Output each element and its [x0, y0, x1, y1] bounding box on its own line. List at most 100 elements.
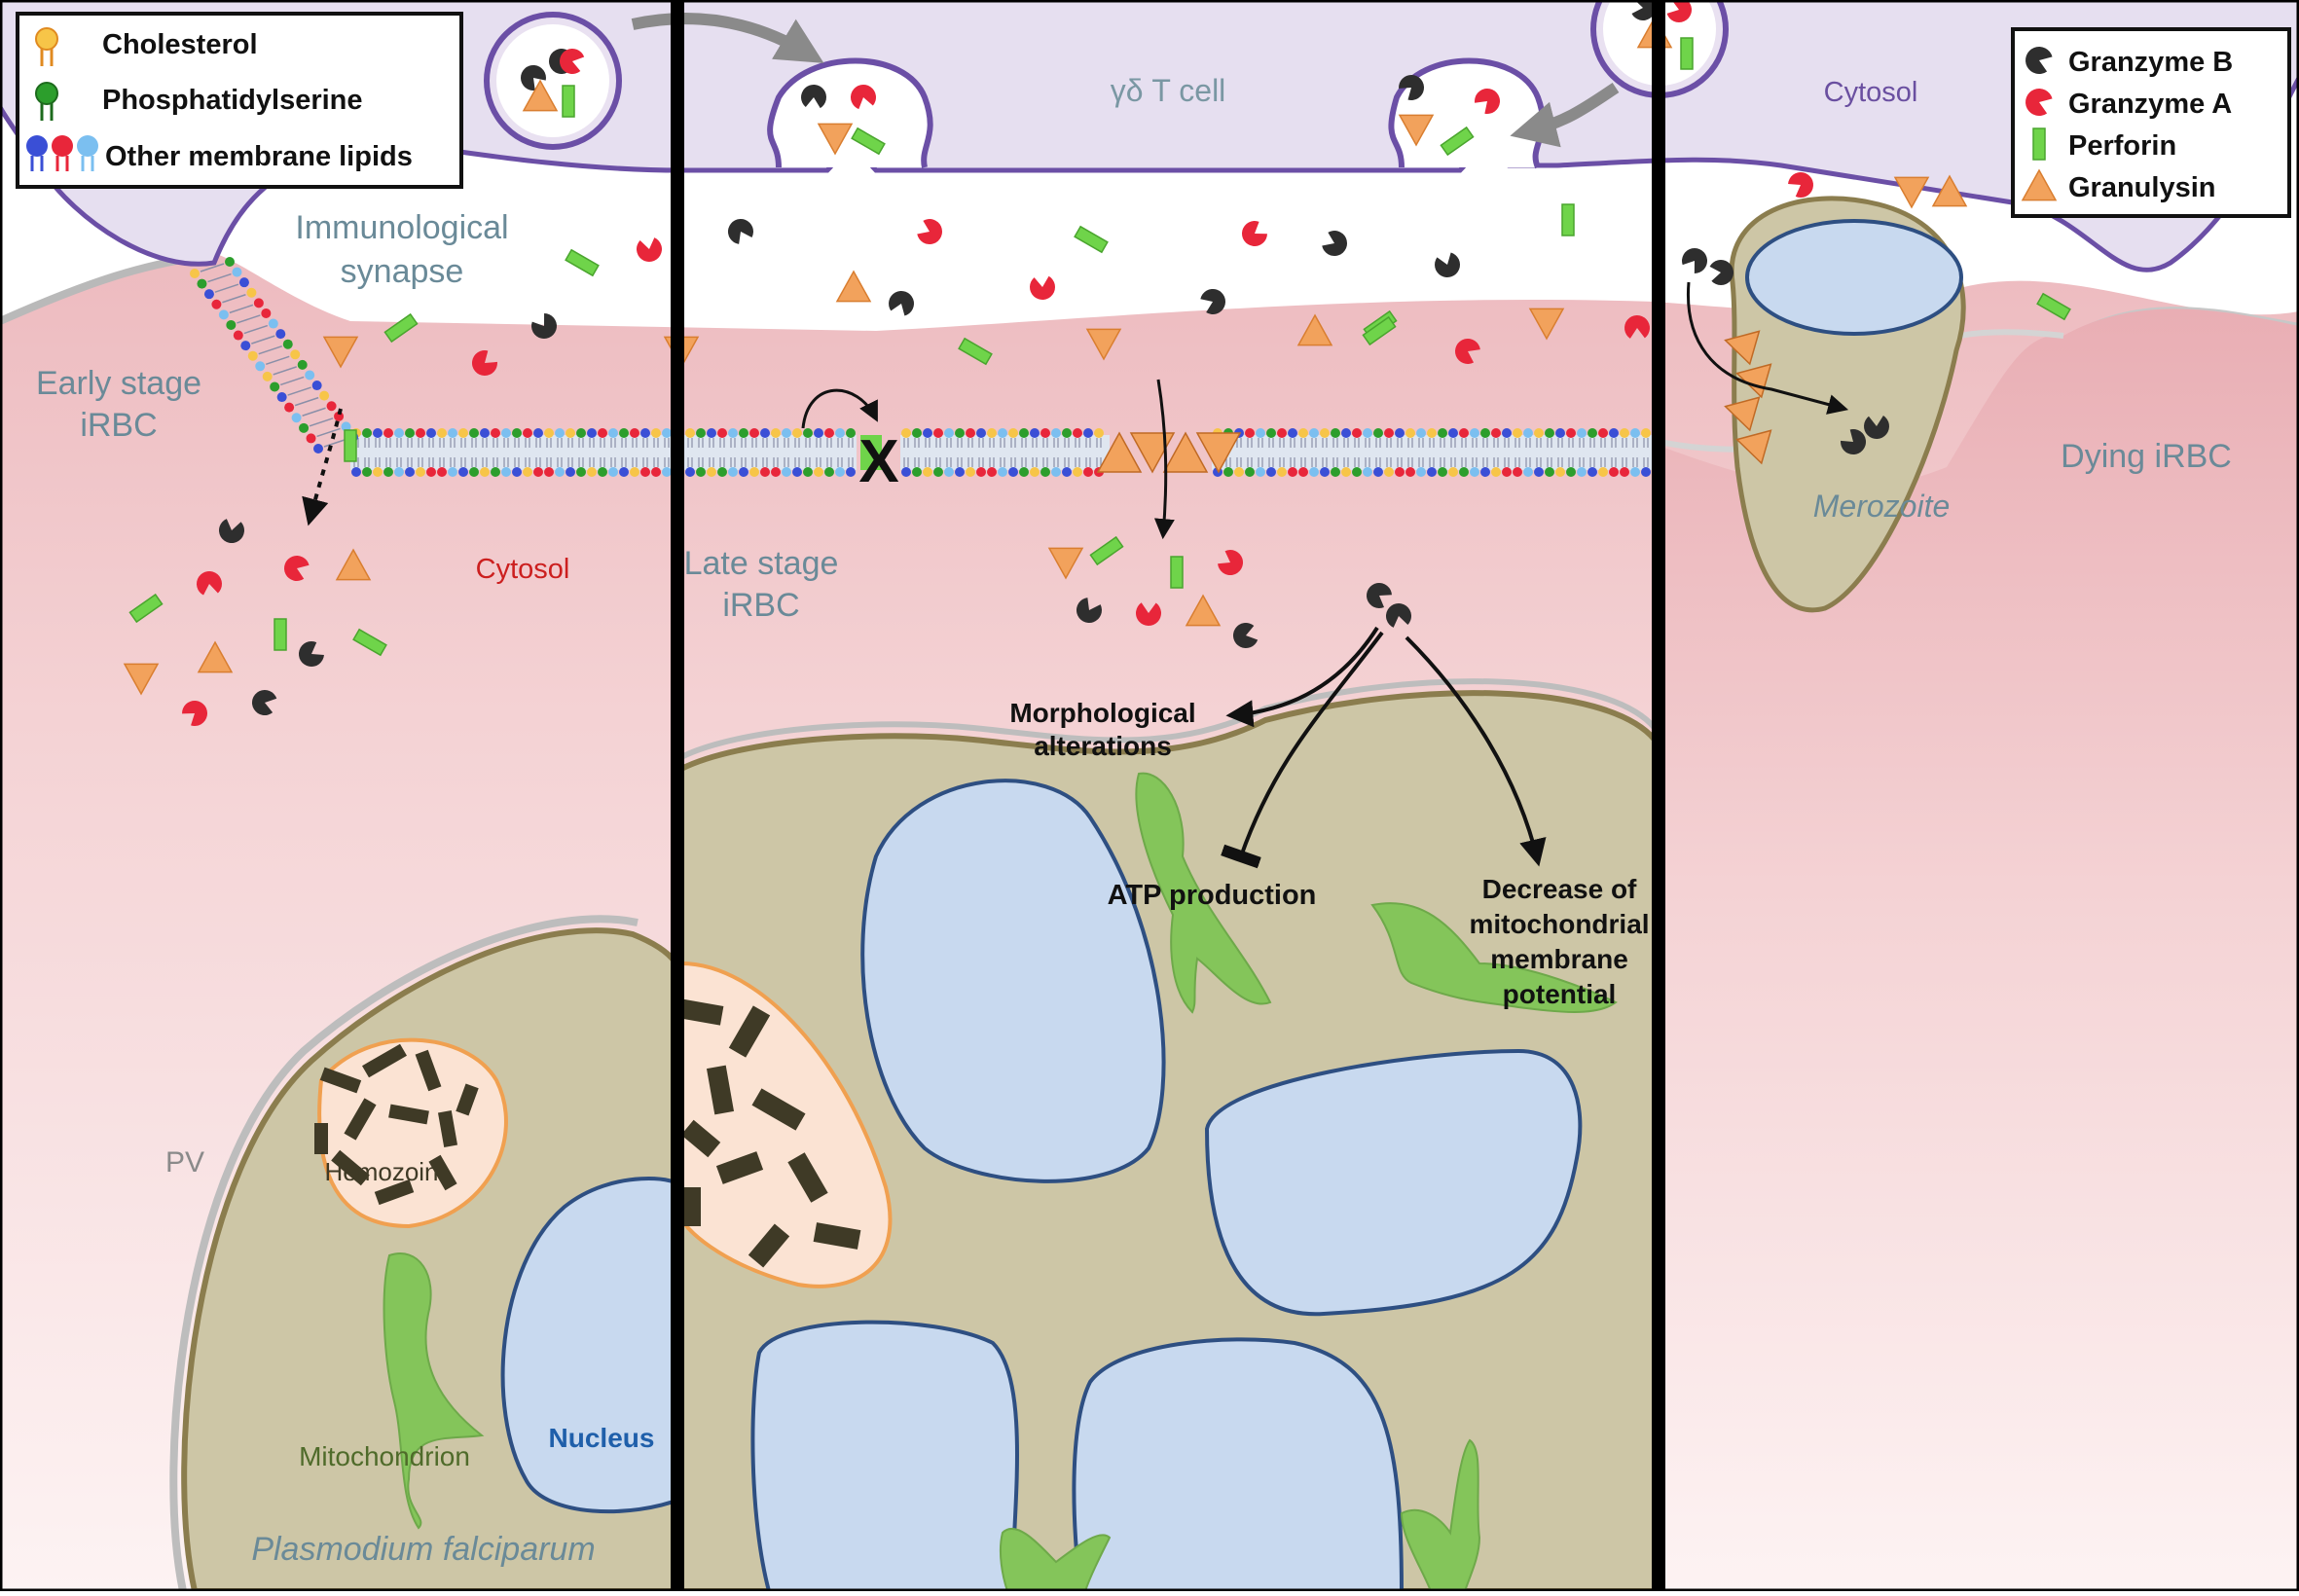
hemozoin-crystal: [706, 1065, 735, 1115]
granulysin-icon: [817, 123, 854, 156]
mitochondrion-shape: [1135, 772, 1272, 1014]
hemozoin-crystal: [728, 1005, 771, 1058]
hemozoin-crystal: [437, 1110, 458, 1147]
hemozoin-crystal: [813, 1222, 861, 1250]
cholesterol-icon: [35, 27, 58, 66]
panel-divider-left: [671, 0, 684, 1591]
vesicle-fusing-1: [767, 57, 933, 168]
granulysin-icon: [322, 336, 359, 369]
hemozoin-crystal: [362, 1043, 407, 1078]
hemozoin-crystal: [748, 1223, 790, 1268]
label-nucleus: Nucleus: [549, 1423, 655, 1453]
granzyme-a-icon: [1624, 314, 1650, 339]
merozoite-pore-triangle: [1724, 396, 1761, 432]
granzyme-b-icon: [251, 690, 277, 715]
granzyme-b-icon: [1232, 623, 1259, 648]
panel-divider-right: [1652, 0, 1665, 1591]
mitochondrion-shape: [1370, 902, 1618, 1013]
granzyme-b-icon: [1322, 231, 1348, 257]
granzyme-a-icon: [1666, 0, 1692, 22]
granzyme-a-icon: [1136, 602, 1161, 627]
granzyme-b-icon: [1841, 429, 1867, 454]
label-late-irbc: iRBC: [722, 587, 799, 624]
granulysin-icon: [1931, 174, 1968, 207]
nucleus-left: [500, 1177, 683, 1514]
perforin-icon: [1362, 315, 1397, 346]
dotted-entry-arrow: [302, 408, 343, 526]
perforin-icon: [344, 429, 357, 462]
granzyme-b-icon: [1077, 598, 1102, 624]
hemozoin-crystal: [314, 1123, 328, 1154]
granzyme-a-icon: [2025, 89, 2053, 116]
granzyme-b-icon: [801, 85, 826, 109]
pore-entry-arrow: [1153, 379, 1175, 540]
granzyme-a-icon: [559, 49, 585, 74]
hemozoin-crystal: [428, 1154, 457, 1191]
label-pv: PV: [165, 1146, 204, 1179]
label-morphological: Morphological: [1009, 698, 1195, 728]
granulysin-icon: [1047, 547, 1084, 580]
hemozoin-crystal: [415, 1049, 442, 1092]
bilayer-late-right: [1212, 428, 1652, 477]
granzyme-b-icon: [299, 641, 324, 667]
block-mark: X: [858, 428, 898, 495]
atp-inhibit-arrow: [1221, 631, 1384, 869]
granzyme-a-icon: [1454, 339, 1480, 364]
parasite-pv-late: [679, 678, 1658, 760]
nucleus-1: [860, 779, 1166, 1183]
hemozoin-crystal: [751, 1088, 806, 1131]
granzyme-a-icon: [197, 571, 222, 596]
granzyme-b-icon: [1682, 248, 1708, 273]
mitochondrion-shape: [383, 1252, 485, 1530]
perforin-icon: [352, 628, 387, 657]
perforin-icon: [383, 312, 419, 344]
perforin-icon: [851, 127, 886, 156]
granzyme-b-icon: [1367, 583, 1392, 608]
granulysin-pore-triangle: [1096, 431, 1143, 473]
legend-effector-icons: [2021, 47, 2058, 201]
label-immunological: Immunological: [295, 209, 508, 246]
granzyme-b-icon: [1435, 252, 1460, 277]
granzyme-a-icon: [851, 84, 876, 110]
granulysin-icon: [197, 640, 234, 673]
hemozoin-crystal: [677, 998, 724, 1026]
legend-other-lipids: Other membrane lipids: [105, 141, 413, 172]
label-late-stage: Late stage: [684, 545, 839, 582]
mitochondrion-shape: [999, 1527, 1112, 1592]
perforin-icon: [1680, 37, 1694, 70]
perforin-icon: [274, 618, 287, 651]
label-t-cell: γδ T cell: [1111, 73, 1226, 108]
hemozoin-crystal: [456, 1083, 479, 1116]
hemozoin-crystal: [388, 1104, 429, 1125]
perforin-icon: [2032, 127, 2046, 161]
mito-potential-arrow: [1405, 635, 1547, 867]
perforin-icon: [958, 337, 993, 366]
label-early-irbc: iRBC: [80, 407, 157, 444]
legend-granzyme-a: Granzyme A: [2068, 89, 2232, 120]
granzyme-b-icon: [531, 313, 557, 339]
granzyme-b-icon: [1864, 416, 1889, 440]
granzyme-b-icon: [1709, 260, 1733, 285]
label-synapse: synapse: [341, 253, 464, 290]
perforin-icon: [2036, 292, 2071, 321]
release-arrow-1: [631, 13, 824, 63]
bilayer-synapse-slant: [190, 257, 358, 453]
legend-granulysin: Granulysin: [2068, 172, 2216, 203]
granulysin-icon: [835, 270, 872, 303]
other-lipids-icon: [26, 135, 98, 171]
legend-cholesterol: Cholesterol: [102, 29, 258, 60]
hemozoin-vacuole-left: [317, 1037, 508, 1229]
phosphatidylserine-icon: [35, 82, 58, 121]
hemozoin-crystal: [681, 1187, 701, 1226]
label-dying-irbc: Dying iRBC: [2061, 438, 2232, 475]
granzyme-a-icon: [1030, 275, 1055, 300]
granulysin-icon: [123, 663, 160, 696]
perforin-icon: [1440, 126, 1475, 157]
perforin-icon: [1089, 535, 1124, 566]
granzyme-b-icon: [521, 65, 546, 91]
granulysin-icon: [2021, 168, 2058, 201]
granzyme-b-icon: [2025, 47, 2053, 74]
hemozoin-crystal: [680, 1119, 721, 1158]
